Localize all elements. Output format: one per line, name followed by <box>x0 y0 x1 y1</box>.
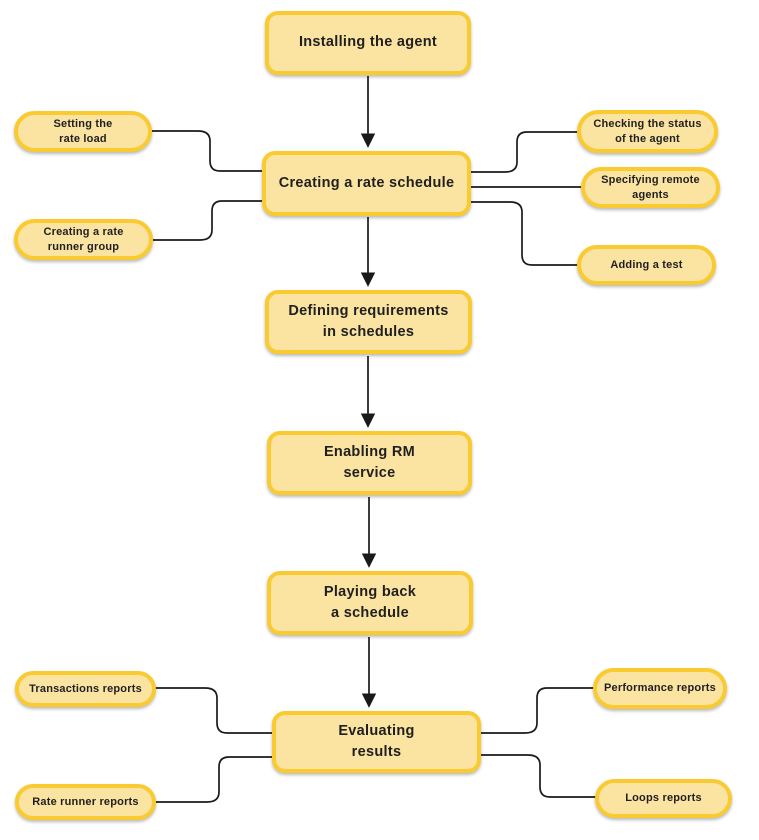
connector-setting-rate-load <box>152 130 263 172</box>
connector-checking-status <box>470 131 578 173</box>
node-checking-the-status-of-the-agent: Checking the status of the agent <box>577 110 718 153</box>
node-evaluating-results: Evaluating results <box>272 711 481 773</box>
connector-loops-reports <box>480 754 596 798</box>
node-playing-back-a-schedule: Playing back a schedule <box>267 571 473 635</box>
node-adding-a-test: Adding a test <box>577 245 716 285</box>
connector-adding-a-test <box>470 201 578 266</box>
node-setting-the-rate-load: Setting the rate load <box>14 111 152 152</box>
node-transactions-reports: Transactions reports <box>15 671 156 707</box>
connector-transactions-reports <box>155 687 273 734</box>
node-enabling-rm-service: Enabling RM service <box>267 431 472 495</box>
connector-performance-reports <box>480 687 594 734</box>
node-rate-runner-reports: Rate runner reports <box>15 784 156 820</box>
node-performance-reports: Performance reports <box>593 668 727 709</box>
node-defining-requirements-in-schedules: Defining requirements in schedules <box>265 290 472 354</box>
node-loops-reports: Loops reports <box>595 779 732 818</box>
connector-creating-rate-runner-group <box>153 200 263 241</box>
connector-rate-runner-reports <box>155 756 273 803</box>
node-specifying-remote-agents: Specifying remote agents <box>581 167 720 208</box>
node-installing-the-agent: Installing the agent <box>265 11 471 75</box>
node-creating-a-rate-runner-group: Creating a rate runner group <box>14 219 153 260</box>
node-creating-a-rate-schedule: Creating a rate schedule <box>262 151 471 216</box>
